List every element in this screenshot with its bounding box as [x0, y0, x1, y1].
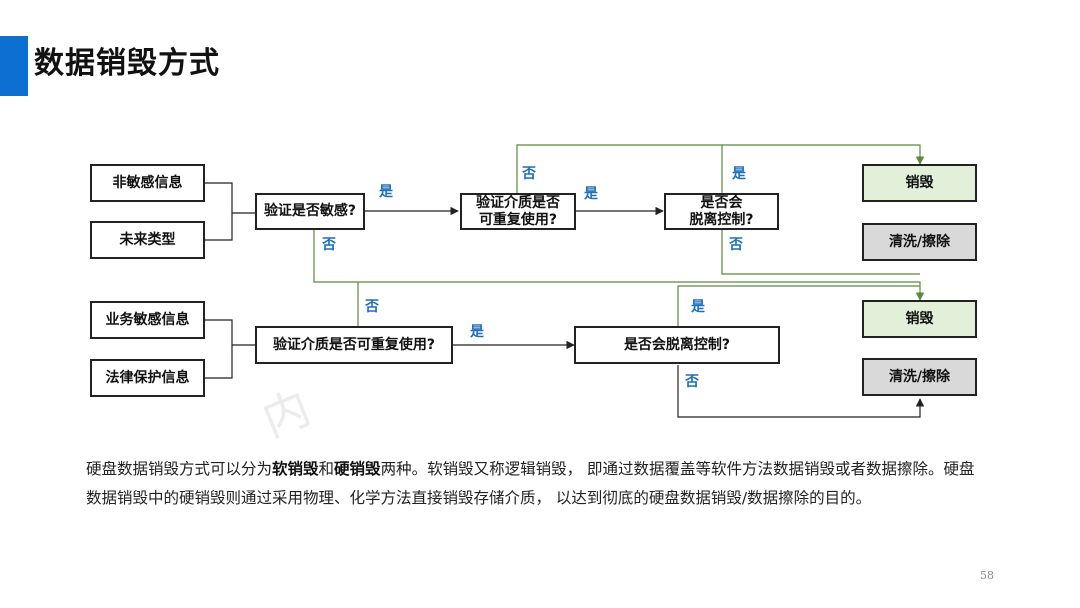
connector-f1-input-a [205, 182, 255, 214]
flow1-input-nonsensitive: 非敏感信息 [90, 164, 205, 202]
flow1-input-future-type: 未来类型 [90, 221, 205, 259]
flow1-output-clean: 清洗/擦除 [862, 223, 977, 261]
flow1-question-reusable: 验证介质是否 可重复使用? [460, 193, 576, 230]
page-number: 58 [980, 569, 994, 582]
body-text-part2: 和 [318, 460, 335, 478]
flow2-output-destroy: 销毁 [862, 300, 977, 338]
flow2-input-legal-protected: 法律保护信息 [90, 359, 205, 397]
slide-title: 数据销毁方式 [34, 46, 220, 81]
connector-f2-input-a [205, 319, 255, 346]
flow1-question-out-of-control-line2: 脱离控制? [689, 211, 754, 228]
flow2-q2-yes-label: 是 [691, 299, 705, 315]
body-bold-soft-destroy: 软销毁 [272, 460, 319, 478]
flow2-q1-yes-label: 是 [470, 324, 484, 340]
body-bold-hard-destroy: 硬销毁 [334, 460, 381, 478]
flow2-question-reusable: 验证介质是否可重复使用? [255, 326, 453, 364]
title-accent-bar [0, 36, 28, 96]
body-paragraph: 硬盘数据销毁方式可以分为软销毁和硬销毁两种。软销毁又称逻辑销毁， 即通过数据覆盖… [86, 455, 986, 513]
flow2-output-clean: 清洗/擦除 [862, 358, 977, 396]
flow1-q3-no-label: 否 [729, 237, 743, 253]
connector-f2-input-b [205, 345, 233, 379]
connector-f2-q2-yes [677, 285, 920, 326]
flow2-question-out-of-control: 是否会脱离控制? [574, 326, 780, 364]
flow1-question-sensitive: 验证是否敏感? [255, 193, 365, 230]
flow1-question-out-of-control-line1: 是否会 [700, 194, 743, 211]
connector-f1-q2-no [516, 144, 925, 193]
flow2-q2-no-label: 否 [685, 374, 699, 390]
flow1-q1-yes-label: 是 [379, 184, 393, 200]
flow1-q2-yes-label: 是 [584, 186, 598, 202]
connector-f1-q1-no [313, 230, 925, 301]
connector-f1-input-b [205, 213, 233, 241]
flow1-q3-yes-label: 是 [732, 166, 746, 182]
flow1-output-destroy: 销毁 [862, 164, 977, 202]
flow1-question-out-of-control: 是否会 脱离控制? [664, 193, 779, 230]
flow1-q1-no-label: 否 [322, 237, 336, 253]
body-text-part1: 硬盘数据销毁方式可以分为 [86, 460, 273, 478]
flow2-input-business-sensitive: 业务敏感信息 [90, 301, 205, 339]
connector-f2-q2-no [677, 365, 925, 418]
connector-f1-q3-no [721, 229, 920, 275]
flow2-q1-no-label: 否 [365, 299, 379, 315]
body-text-part3: 两种。软销毁又称逻辑销毁， 即通过数据覆盖等软件方法数据销毁或者数据擦除。硬盘数… [86, 460, 975, 507]
flow1-question-reusable-line2: 可重复使用? [478, 211, 558, 228]
flow1-question-reusable-line1: 验证介质是否 [476, 194, 560, 211]
flow1-q2-no-label: 否 [522, 166, 536, 182]
